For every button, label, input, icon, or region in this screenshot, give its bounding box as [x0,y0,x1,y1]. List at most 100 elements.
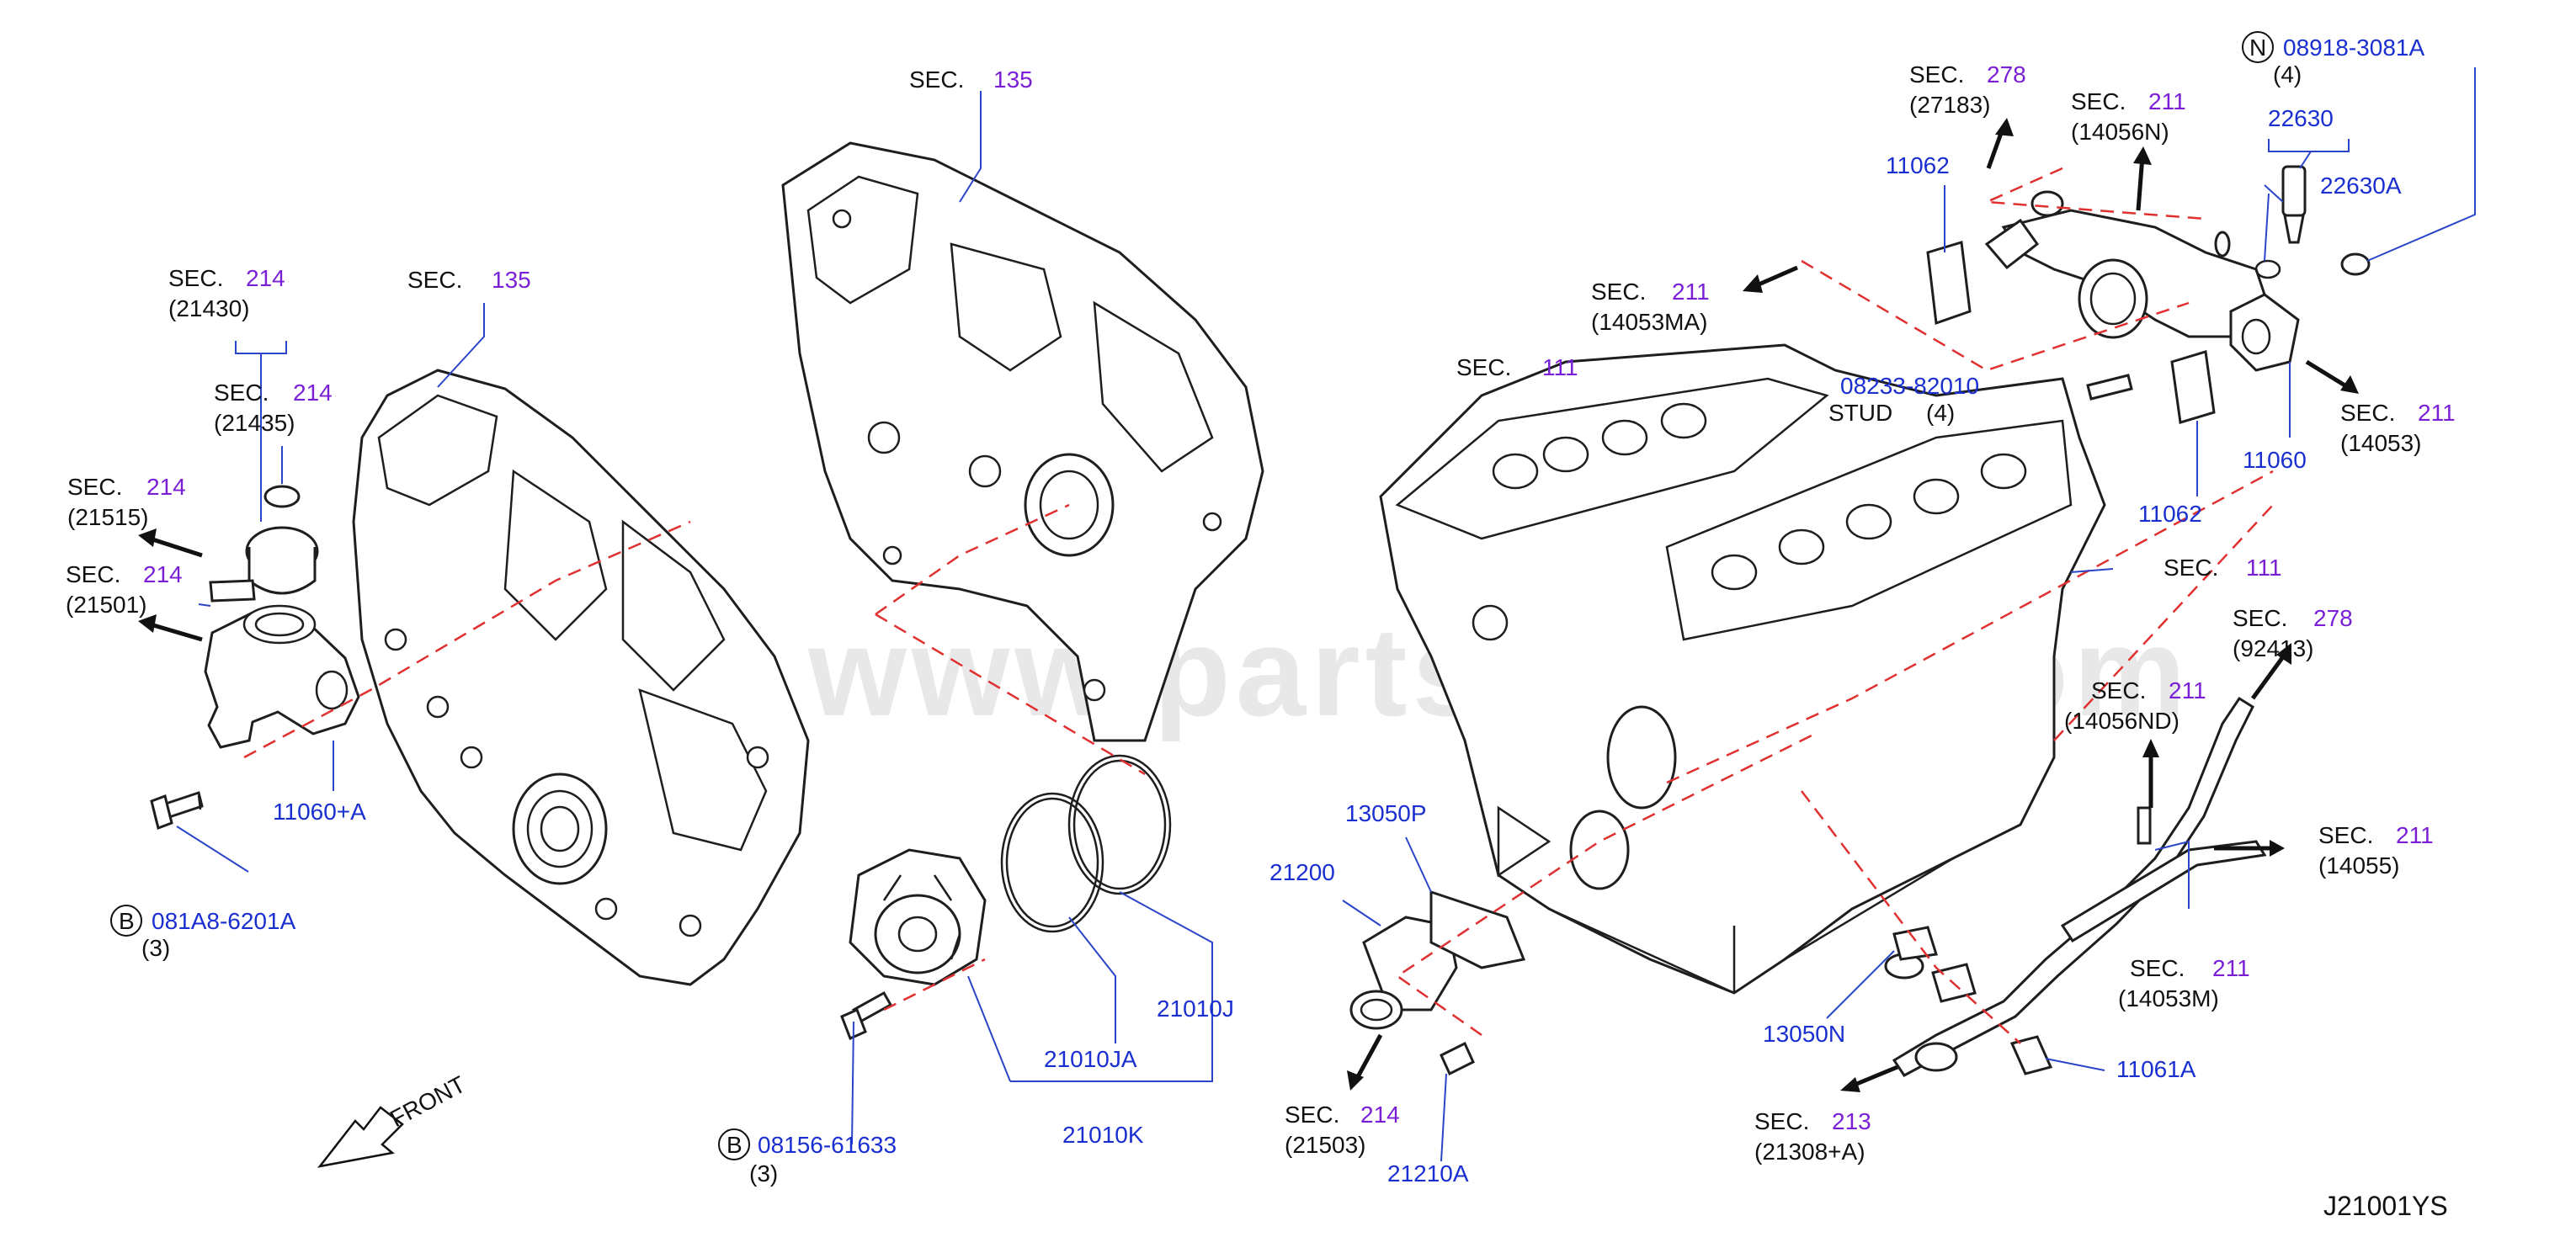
svg-text:(4): (4) [2273,61,2302,88]
washer-08918-drawing [2340,252,2371,276]
svg-text:211: 211 [1672,279,1710,305]
svg-text:SEC.: SEC. [2233,605,2287,631]
part-label-21010k: 21010K [1062,1122,1144,1148]
svg-text:SEC.: SEC. [214,380,269,406]
part-label-13050p: 13050P [1345,800,1427,826]
svg-text:(92413): (92413) [2233,635,2314,661]
svg-text:278: 278 [1987,61,2026,88]
svg-text:135: 135 [492,267,531,293]
svg-text:214: 214 [246,265,285,291]
svg-text:(21503): (21503) [1285,1132,1366,1158]
o-ring-21010j-inner [1072,759,1167,890]
o-ring-22630a [2254,259,2281,279]
svg-text:(21430): (21430) [168,295,250,321]
water-inlet-assembly-drawing [204,485,360,749]
svg-text:211: 211 [2169,677,2206,703]
svg-text:111: 111 [1542,354,1578,380]
part-label-22630: 22630 [2268,105,2334,131]
bolt-08156-drawing [840,990,893,1041]
svg-text:214: 214 [293,380,333,406]
assembly-lines [243,167,2274,1044]
svg-text:SEC.: SEC. [1456,354,1511,380]
svg-text:STUD: STUD [1828,400,1892,426]
callout-08918: N 08918-3081A (4) [2242,31,2424,88]
section-ref-211-14053m: SEC. 211 (14053M) [2118,955,2250,1011]
part-label-11062-top: 11062 [1886,152,1950,178]
svg-text:(14053M): (14053M) [2118,985,2219,1011]
o-ring-21010ja-inner [1005,797,1099,928]
svg-text:214: 214 [146,474,186,500]
section-ref-111-top: SEC. 111 [1456,354,1578,380]
part-label-21010ja: 21010JA [1044,1046,1137,1072]
part-label-08918: 08918-3081A [2283,35,2424,61]
o-ring-21010j [1067,754,1172,895]
gasket-13050p-drawing [1429,889,1526,969]
section-ref-211-14055: SEC. 211 (14055) [2318,822,2434,879]
water-outlet-drawing [1984,190,2300,372]
svg-text:SEC.: SEC. [67,474,122,500]
part-label-081a8: 081A8-6201A [152,908,296,934]
svg-text:N: N [2249,35,2266,61]
temperature-sensor-22630-drawing [2281,165,2307,244]
section-ref-211-14053: SEC. 211 (14053) [2340,400,2456,456]
leader-lines [176,67,2476,1162]
front-direction-indicator: FRONT [317,1071,470,1168]
part-label-21200: 21200 [1269,859,1335,885]
bolt-081a8-drawing [150,791,204,830]
part-label-13050n: 13050N [1763,1021,1845,1047]
svg-text:211: 211 [2148,88,2186,114]
section-ref-214-21435: SEC. 214 (21435) [214,380,333,436]
svg-text:SEC.: SEC. [2164,555,2218,581]
svg-text:278: 278 [2313,605,2353,631]
diagram-code: J21001YS [2323,1191,2448,1221]
svg-text:SEC.: SEC. [1754,1108,1809,1134]
section-arrows [138,118,2359,1092]
section-ref-111-right: SEC. 111 [2164,555,2282,581]
svg-text:SEC.: SEC. [2071,88,2126,114]
section-ref-211-14053ma: SEC. 211 (14053MA) [1591,279,1710,335]
part-label-22630a: 22630A [2320,173,2402,199]
part-label-11060a: 11060+A [273,799,366,825]
front-label: FRONT [386,1071,470,1133]
section-ref-211-14056nd: SEC. 211 (14056ND) [2064,677,2206,734]
svg-text:(21308+A): (21308+A) [1754,1139,1865,1165]
part-label-11061a: 11061A [2116,1056,2196,1082]
gasket-13050n-drawing [1892,926,1938,961]
svg-text:SEC.: SEC. [2340,400,2395,426]
part-label-08233: 08233-82010 [1840,373,1979,399]
svg-text:(27183): (27183) [1909,92,1991,118]
svg-text:(14055): (14055) [2318,852,2400,879]
section-ref-135-a: SEC. 135 [909,66,1033,93]
gasket-11062-mid [2170,350,2216,424]
stud-08233-drawing [2086,374,2133,401]
svg-text:SEC.: SEC. [168,265,223,291]
svg-text:(21435): (21435) [214,410,295,436]
svg-text:(3): (3) [141,935,170,961]
svg-text:SEC.: SEC. [407,267,462,293]
svg-text:B: B [726,1132,742,1158]
svg-text:(3): (3) [749,1160,778,1187]
svg-text:SEC.: SEC. [1285,1102,1339,1128]
section-ref-278-27183: SEC. 278 (27183) [1909,61,2026,118]
svg-text:(21501): (21501) [66,592,147,618]
svg-text:SEC.: SEC. [1591,279,1646,305]
callout-08233-stud: 08233-82010 STUD (4) [1828,373,1979,426]
svg-text:(14053MA): (14053MA) [1591,309,1708,335]
bolt-11061a-drawing [2009,1035,2053,1075]
water-pump-drawing [849,848,987,986]
svg-text:214: 214 [1360,1102,1400,1128]
section-ref-214-21515: SEC. 214 (21515) [67,474,186,530]
section-ref-214-21503: SEC. 214 (21503) [1285,1102,1400,1158]
svg-text:B: B [119,908,135,934]
svg-text:214: 214 [143,561,183,587]
svg-text:SEC.: SEC. [909,66,964,93]
part-label-11062-mid: 11062 [2138,501,2202,527]
part-label-21010j: 21010J [1157,995,1234,1022]
part-label-21210a: 21210A [1387,1160,1469,1187]
svg-text:SEC.: SEC. [66,561,120,587]
cylinder-block-drawing [1379,343,2106,995]
svg-text:213: 213 [1832,1108,1871,1134]
section-ref-214-21501: SEC. 214 (21501) [66,561,183,618]
section-ref-213-21308a: SEC. 213 (21308+A) [1754,1108,1871,1165]
